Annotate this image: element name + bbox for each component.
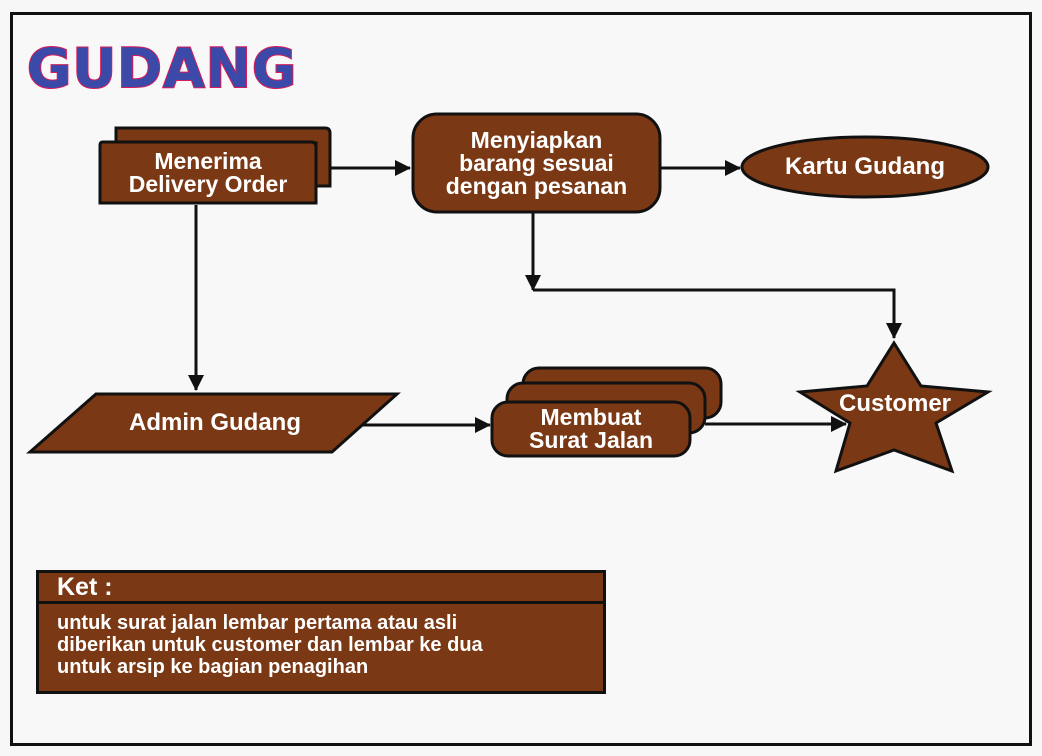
node-kartu-shape — [740, 135, 990, 199]
note-heading: Ket : — [39, 573, 603, 604]
node-menyiapkan-shape — [411, 112, 662, 214]
node-menerima: Menerima Delivery Order — [100, 144, 316, 202]
node-admin: Admin Gudang — [60, 394, 370, 452]
node-admin-label: Admin Gudang — [129, 409, 301, 436]
node-menerima-shape — [98, 126, 332, 205]
node-admin-shape — [26, 392, 401, 454]
note-body: untuk surat jalan lembar pertama atau as… — [57, 612, 483, 678]
node-customer: Customer — [800, 386, 990, 422]
node-kartu-label: Kartu Gudang — [785, 153, 945, 180]
node-kartu: Kartu Gudang — [742, 137, 988, 197]
node-menyiapkan: Menyiapkan barang sesuai dengan pesanan — [413, 114, 660, 212]
edge-to-customer-top — [533, 288, 902, 339]
node-membuat-label: Membuat Surat Jalan — [529, 404, 653, 453]
edges — [188, 160, 902, 433]
node-membuat: Membuat Surat Jalan — [492, 402, 690, 456]
node-membuat-shape — [490, 366, 723, 458]
node-menerima-label: Menerima Delivery Order — [128, 148, 288, 197]
node-customer-shape — [795, 340, 993, 474]
diagram-title: GUDANG — [26, 37, 298, 100]
note-box: Ket : untuk surat jalan lembar pertama a… — [36, 570, 606, 694]
node-menyiapkan-label: Menyiapkan barang sesuai dengan pesanan — [445, 126, 628, 199]
node-customer-label: Customer — [838, 390, 952, 417]
